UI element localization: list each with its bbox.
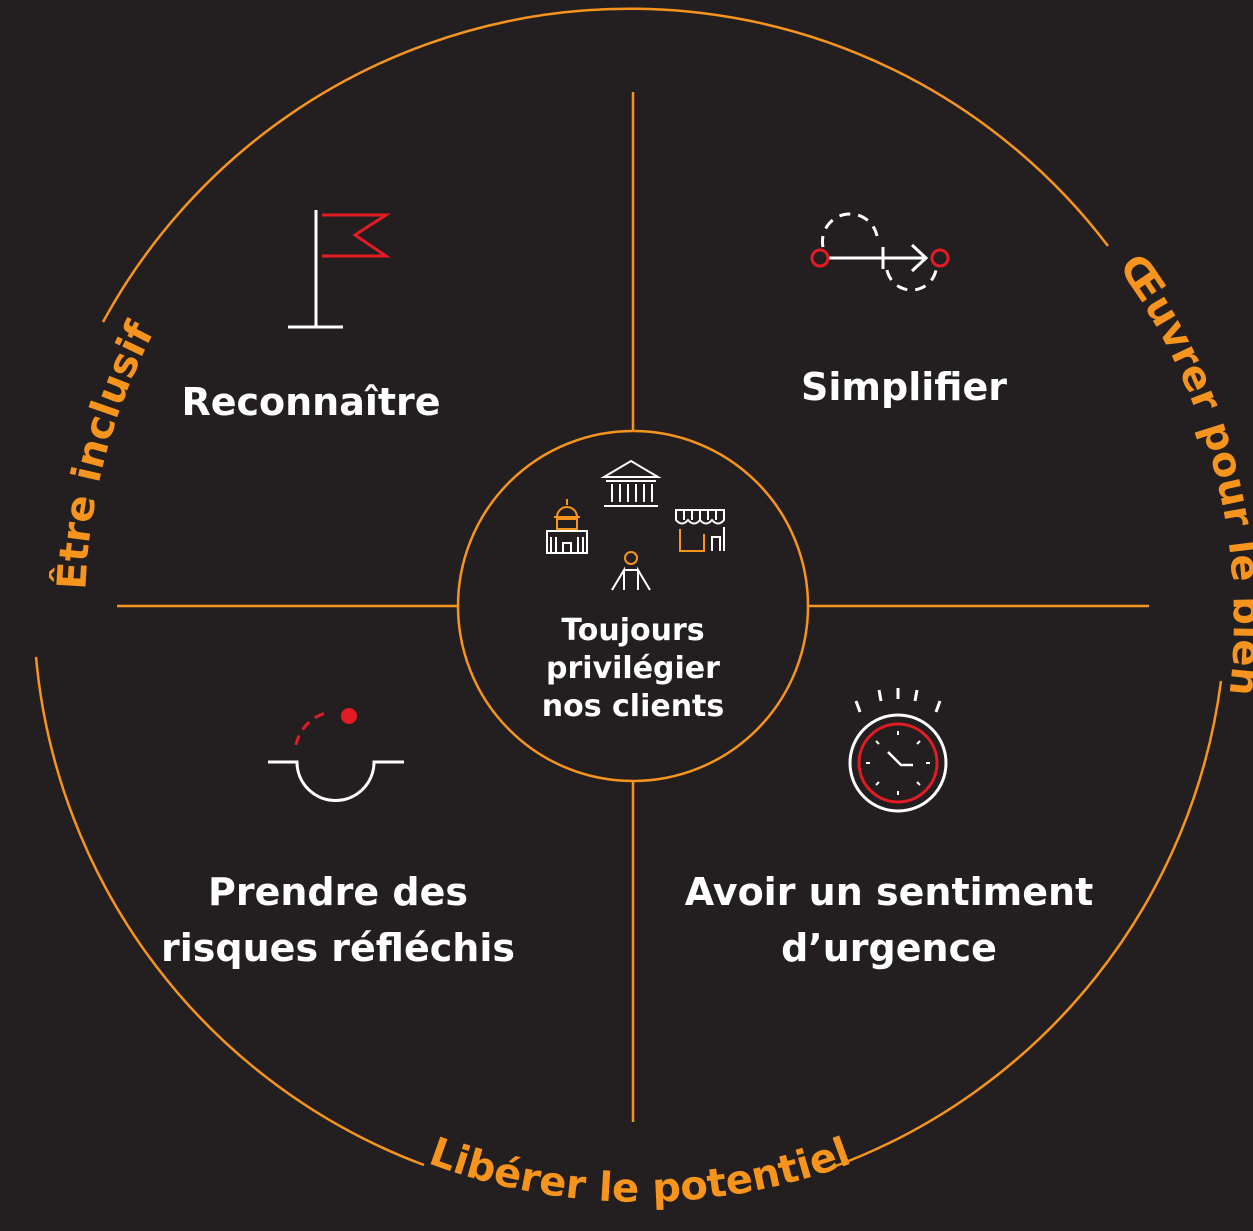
label-line: d’urgence (781, 926, 997, 970)
center-label-line: Toujours (561, 613, 705, 648)
risk-arc-icon (268, 708, 404, 802)
bank-icon (600, 459, 662, 507)
ring-label-right: Œuvrer pour le bien (1109, 246, 1253, 698)
outer-ring (34, 7, 1223, 1169)
ring-label-left: Être inclusif (47, 314, 163, 591)
center-label-line: privilégier (546, 651, 720, 686)
label-line: Simplifier (801, 365, 1007, 409)
flag-icon (288, 210, 392, 329)
outer-ring-arc-top (101, 7, 1109, 323)
quadrant-label-reconnaitre: Reconnaître (146, 374, 476, 430)
label-line: Avoir un sentiment (684, 870, 1094, 914)
label-line: Reconnaître (181, 380, 441, 424)
government-building-icon (546, 499, 588, 554)
outer-ring-arc-bottom-left (34, 656, 425, 1167)
path-arrow-icon (810, 212, 950, 292)
label-line: Prendre des (208, 870, 468, 914)
outer-ring-arc-right (832, 680, 1223, 1169)
center-circle (456, 429, 810, 783)
ring-label-bottom: Libérer le potentiel (424, 1129, 856, 1212)
quadrant-label-prendre-des-risques: Prendre des risques réfléchis (133, 864, 543, 976)
center-label-line: nos clients (541, 689, 725, 724)
label-line: risques réfléchis (161, 926, 515, 970)
person-icon (611, 551, 651, 591)
stopwatch-icon (848, 688, 948, 813)
storefront-icon (675, 509, 725, 552)
quadrant-label-simplifier: Simplifier (739, 359, 1069, 415)
quadrant-dividers (117, 92, 1149, 1122)
quadrant-label-sentiment-urgence: Avoir un sentiment d’urgence (684, 864, 1094, 976)
center-label: Toujours privilégier nos clients (520, 612, 746, 726)
